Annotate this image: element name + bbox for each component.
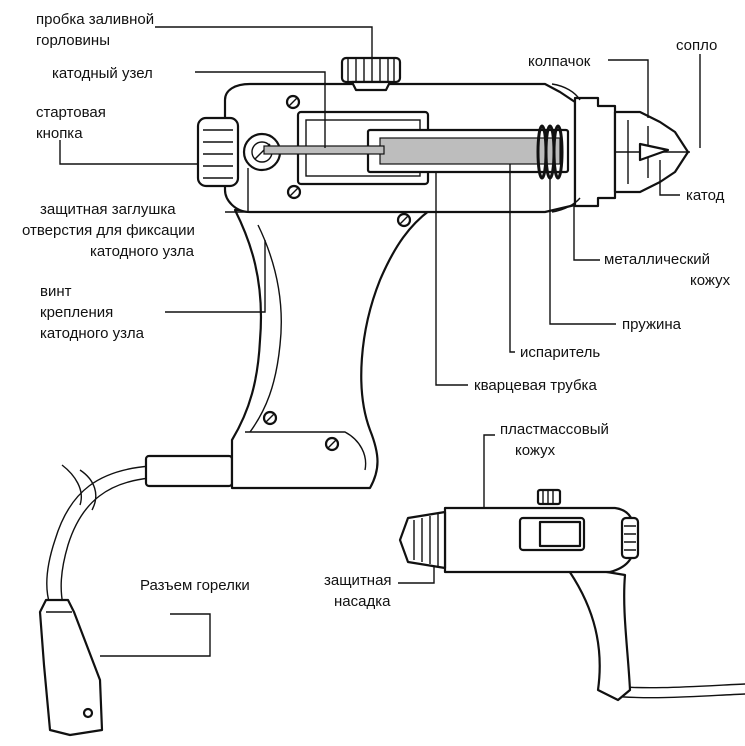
text-labels: пробка заливной горловины катодный узел … <box>22 11 731 610</box>
label-cap: колпачок <box>528 53 591 70</box>
label-metal-casing-2: кожух <box>690 272 731 289</box>
main-cable <box>46 465 151 606</box>
start-button <box>196 116 240 188</box>
evaporator <box>379 137 561 165</box>
small-handle <box>563 563 632 702</box>
label-spring: пружина <box>622 316 682 333</box>
connector-hole <box>82 707 94 719</box>
main-torch <box>38 56 690 737</box>
label-torch-connector: Разъем горелки <box>140 577 250 594</box>
label-protective-tip-2: насадка <box>334 593 391 610</box>
label-cathode-unit: катодный узел <box>52 65 153 82</box>
label-quartz-tube: кварцевая трубка <box>474 377 597 394</box>
label-screw-1: винт <box>40 283 72 300</box>
label-plug-1: защитная заглушка <box>40 201 176 218</box>
label-filler-cap-1: пробка заливной <box>36 11 154 28</box>
label-metal-casing-1: металлический <box>604 251 710 268</box>
label-plug-2: отверстия для фиксации <box>22 222 195 239</box>
cable-sleeve <box>144 454 234 488</box>
label-nozzle: сопло <box>676 37 717 54</box>
main-handle <box>230 208 432 490</box>
label-plastic-casing-2: кожух <box>515 442 556 459</box>
filler-cap <box>340 56 402 84</box>
cathode-tip <box>638 142 670 162</box>
label-screw-2: крепления <box>40 304 113 321</box>
label-protective-tip-1: защитная <box>324 572 392 589</box>
label-filler-cap-2: горловины <box>36 32 110 49</box>
small-torch <box>398 488 745 702</box>
leader-lines <box>59 26 701 657</box>
label-screw-3: катодного узла <box>40 325 145 342</box>
label-start-button-2: кнопка <box>36 125 83 142</box>
cathode-rod <box>263 145 385 155</box>
metal-casing <box>573 96 617 208</box>
label-start-button-1: стартовая <box>36 104 106 121</box>
label-evaporator: испаритель <box>520 344 600 361</box>
torch-connector <box>38 598 104 737</box>
label-cathode: катод <box>686 187 725 204</box>
label-plastic-casing-1: пластмассовый <box>500 421 609 438</box>
label-plug-3: катодного узла <box>90 243 195 260</box>
